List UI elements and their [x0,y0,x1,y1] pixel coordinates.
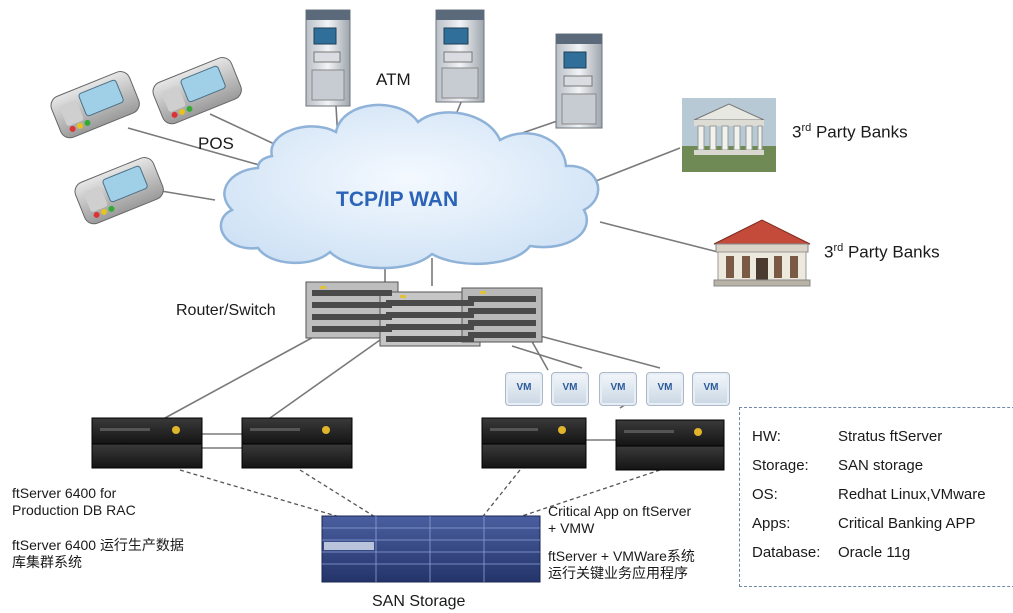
ftserver-icon [241,417,353,469]
ftserver-icon [91,417,203,469]
vm-icon: VM [692,372,730,406]
storage-links [179,469,661,521]
pos-terminal-icon [152,57,242,125]
router-switch-label: Router/Switch [176,302,276,319]
cloud-label: TCP/IP WAN [336,188,459,211]
critical-app-note-cn: ftServer + VMWare系统 运行关键业务应用程序 [548,548,695,581]
san-storage-label: SAN Storage [372,593,466,610]
production-db-note-cn: ftServer 6400 运行生产数据 库集群系统 [12,537,184,570]
vm-icon: VM [599,372,637,406]
ftserver-icon [481,417,587,469]
ftserver-icon [615,419,725,471]
third-party-banks-label: 3rd Party Banks [792,122,908,142]
vm-icon: VM [505,372,543,406]
vm-icon: VM [551,372,589,406]
vm-icon: VM [646,372,684,406]
pos-terminal-icon [50,71,140,139]
bank-building-icon [682,98,776,172]
atm-icon [305,9,351,107]
router-switch-icon [305,281,543,347]
pos-terminal-icon [74,157,164,225]
production-db-note: ftServer 6400 for Production DB RAC [12,485,136,518]
pos-label: POS [198,134,234,153]
system-spec-box: HW: Stratus ftServer Storage: SAN storag… [739,407,1013,587]
atm-icon [555,33,603,129]
atm-icon [435,9,485,103]
san-storage-icon [321,515,541,583]
bank-building-icon [713,219,811,287]
atm-label: ATM [376,70,411,89]
wan-cloud [219,103,600,270]
third-party-banks-label: 3rd Party Banks [824,242,940,262]
connection-lines [127,99,719,449]
critical-app-note: Critical App on ftServer + VMW [548,503,692,536]
